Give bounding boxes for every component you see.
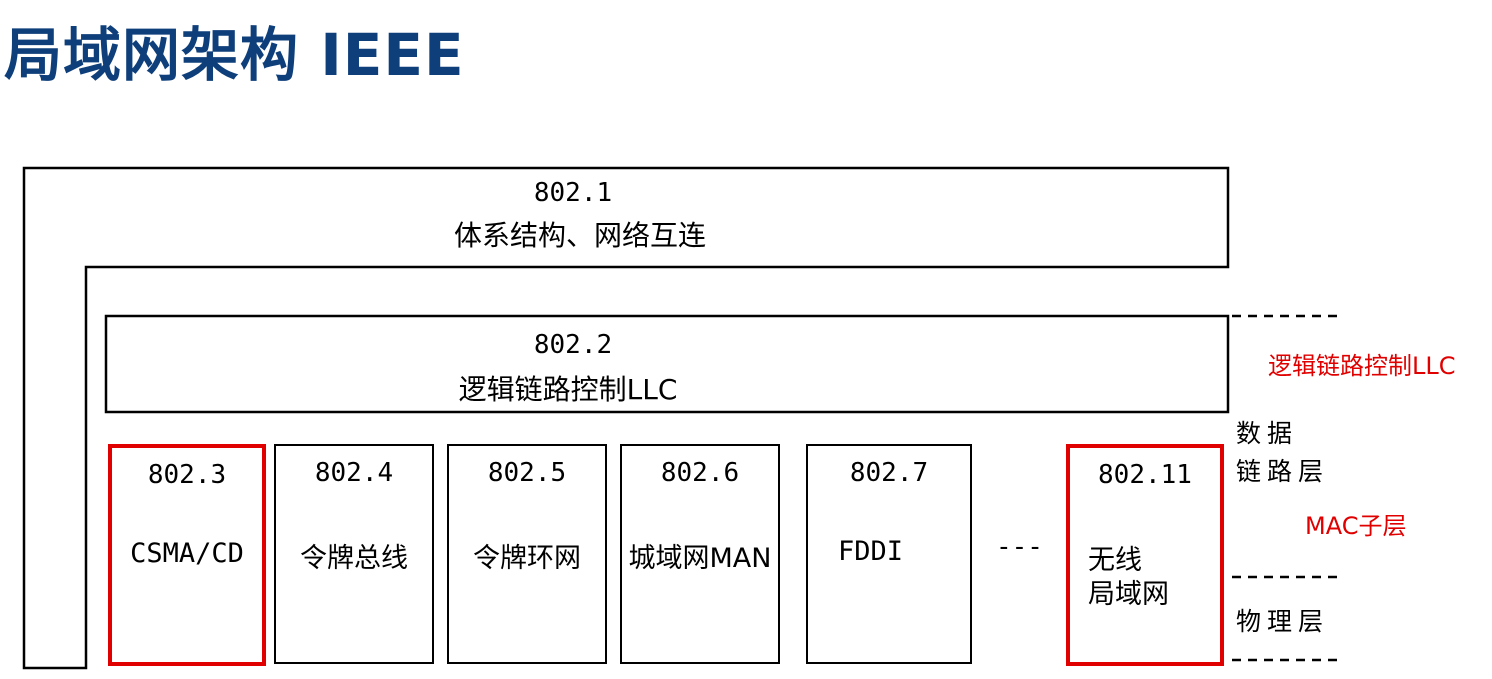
box-num: 802.4 (314, 458, 394, 488)
physical-layer-label: 物理层 (1236, 607, 1330, 636)
box-label-line2: 局域网 (1088, 579, 1169, 610)
box-label: 令牌总线 (300, 543, 408, 574)
box-802-11: 802.11 无线 局域网 (1066, 444, 1224, 666)
datalink-layer-label-line2: 链路层 (1236, 457, 1330, 486)
datalink-layer-label-line1: 数据 (1236, 419, 1299, 448)
box-num: 802.5 (487, 458, 567, 488)
box-802-5: 802.5 令牌环网 (447, 444, 607, 664)
box-label: 城域网MAN (628, 543, 772, 574)
top-block-num: 802.1 (533, 178, 613, 208)
mac-annotation: MAC子层 (1305, 512, 1407, 540)
box-label: 令牌环网 (473, 543, 581, 574)
box-num: 802.3 (147, 460, 227, 490)
box-label: CSMA/CD (130, 538, 244, 569)
llc-annotation: 逻辑链路控制LLC (1268, 352, 1456, 380)
box-num: 802.7 (849, 458, 929, 488)
box-802-3: 802.3 CSMA/CD (108, 444, 266, 666)
box-802-7: 802.7 FDDI (806, 444, 972, 664)
box-802-4: 802.4 令牌总线 (274, 444, 434, 664)
ellipsis: --- (996, 532, 1043, 562)
page-title: 局域网架构 IEEE (4, 21, 465, 89)
top-block-label: 体系结构、网络互连 (453, 219, 707, 252)
box-label: FDDI (838, 536, 904, 567)
box-num: 802.6 (660, 458, 740, 488)
box-num: 802.11 (1098, 460, 1192, 490)
box-label-line1: 无线 (1088, 545, 1142, 576)
llc-block-label: 逻辑链路控制LLC (458, 373, 678, 406)
box-802-6: 802.6 城域网MAN (620, 444, 780, 664)
llc-block-num: 802.2 (533, 330, 613, 360)
